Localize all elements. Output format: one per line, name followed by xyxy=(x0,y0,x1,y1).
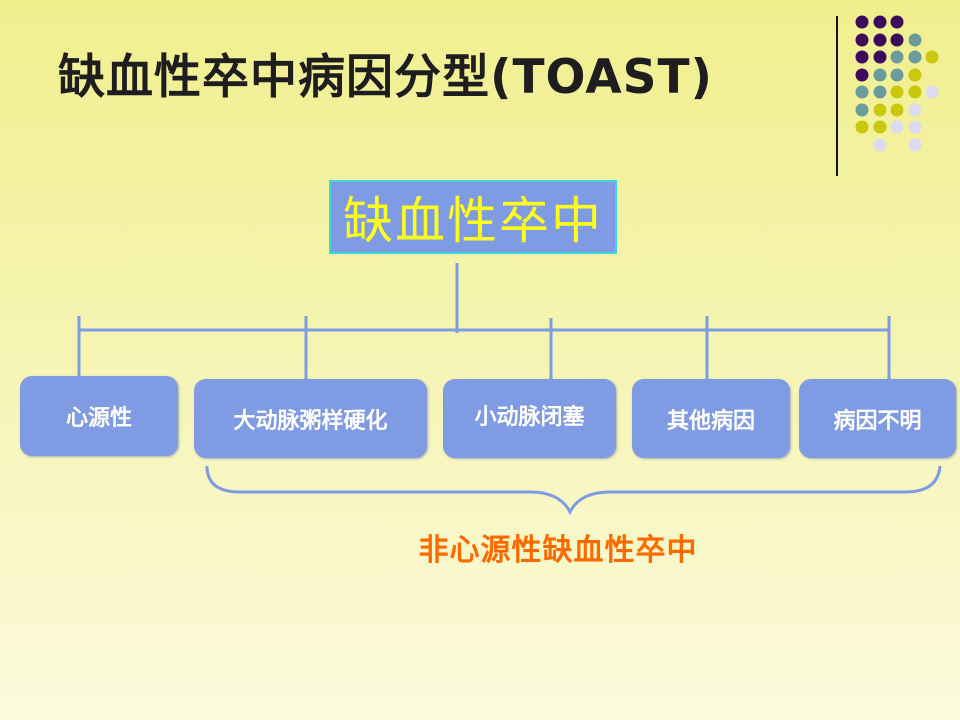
decorative-dot xyxy=(855,120,869,134)
decorative-dot xyxy=(873,120,887,134)
decorative-dot xyxy=(855,15,869,29)
title-divider xyxy=(836,16,838,176)
slide-title: 缺血性卒中病因分型(TOAST) xyxy=(58,50,713,105)
decorative-dot xyxy=(890,120,904,134)
category-cardioembolic: 心源性 xyxy=(20,376,178,456)
decorative-dot xyxy=(855,50,869,64)
decorative-dot xyxy=(873,50,887,64)
category-large-artery: 大动脉粥样硬化 xyxy=(194,379,427,458)
decorative-dot xyxy=(873,68,887,82)
group-label: 非心源性缺血性卒中 xyxy=(418,533,698,568)
decorative-dot xyxy=(873,33,887,47)
decorative-dot xyxy=(908,138,922,152)
decorative-dot xyxy=(855,33,869,47)
decorative-dot xyxy=(908,33,922,47)
decorative-dot xyxy=(855,85,869,99)
decorative-dot xyxy=(873,103,887,117)
decorative-dot xyxy=(855,103,869,117)
decorative-dot xyxy=(890,85,904,99)
decorative-dot-grid xyxy=(855,15,939,152)
decorative-dot xyxy=(890,50,904,64)
decorative-dot xyxy=(908,50,922,64)
category-small-vessel: 小动脉闭塞 xyxy=(443,379,616,458)
decorative-dot xyxy=(873,138,887,152)
decorative-dot xyxy=(855,68,869,82)
decorative-dot xyxy=(873,15,887,29)
decorative-dot xyxy=(873,85,887,99)
decorative-dot xyxy=(908,85,922,99)
decorative-dot xyxy=(908,68,922,82)
decorative-dot xyxy=(908,120,922,134)
decorative-dot xyxy=(890,103,904,117)
decorative-dot xyxy=(925,85,939,99)
decorative-dot xyxy=(908,103,922,117)
category-undetermined: 病因不明 xyxy=(799,379,956,458)
decorative-dot xyxy=(890,33,904,47)
root-node: 缺血性卒中 xyxy=(329,180,617,254)
decorative-dot xyxy=(890,68,904,82)
curly-brace xyxy=(205,465,942,516)
decorative-dot xyxy=(925,50,939,64)
decorative-dot xyxy=(890,15,904,29)
category-other: 其他病因 xyxy=(632,379,790,458)
